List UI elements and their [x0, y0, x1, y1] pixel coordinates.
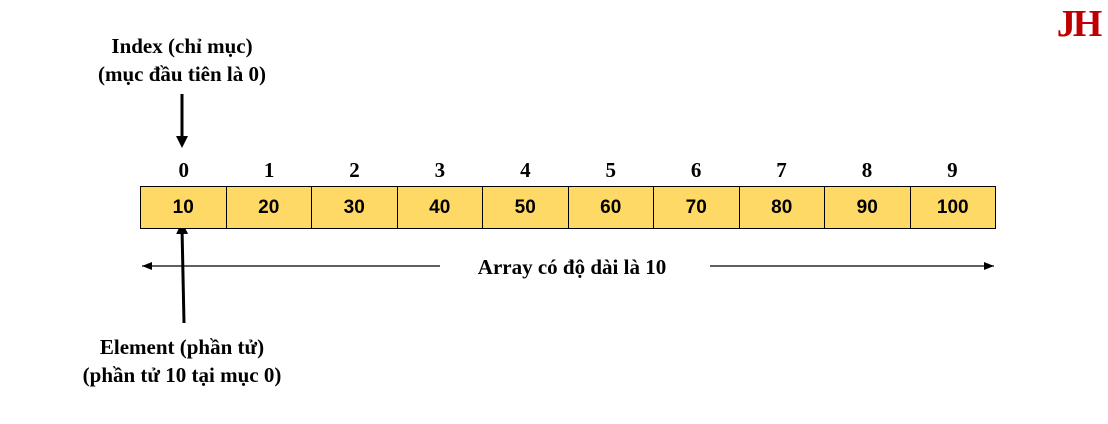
index-5: 5: [605, 158, 616, 182]
index-row: 0 1 2 3 4 5 6 7 8 9: [141, 155, 995, 185]
element-label-line2: (phần tử 10 tại mục 0): [82, 363, 282, 387]
index-2: 2: [349, 158, 360, 182]
array-cell-8: 90: [824, 187, 910, 228]
index-label-line1: Index (chỉ mục): [111, 34, 253, 58]
element-pointer-arrow: [176, 222, 189, 324]
index-3: 3: [434, 158, 446, 182]
index-1: 1: [263, 158, 275, 182]
index-7: 7: [776, 158, 787, 182]
array-cells: 10 20 30 40 50 60 70 80 90 100: [140, 186, 996, 229]
array-cell-6: 70: [653, 187, 739, 228]
element-label-line1: Element (phần tử): [99, 335, 265, 359]
index-8: 8: [861, 158, 873, 182]
array-cell-1: 20: [225, 187, 312, 228]
index-9: 9: [947, 158, 958, 182]
index-6: 6: [690, 158, 702, 182]
index-label-line2: (mục đầu tiên là 0): [98, 62, 266, 86]
array-cell-9: 100: [909, 187, 996, 228]
array-cell-4: 50: [482, 187, 568, 228]
jh-logo: JH: [1056, 3, 1103, 45]
index-0: 0: [178, 158, 189, 182]
index-label: Index (chỉ mục) (mục đầu tiên là 0): [62, 32, 302, 88]
array-cell-3: 40: [396, 187, 483, 228]
index-4: 4: [520, 158, 531, 182]
array-cell-0: 10: [172, 197, 194, 218]
array-cell-2: 30: [311, 187, 397, 228]
array-cell-5: 60: [567, 187, 654, 228]
array-cell-7: 80: [738, 187, 825, 228]
array-length-label: Array có độ dài là 10: [440, 253, 704, 281]
element-label: Element (phần tử) (phần tử 10 tại mục 0): [50, 333, 314, 389]
